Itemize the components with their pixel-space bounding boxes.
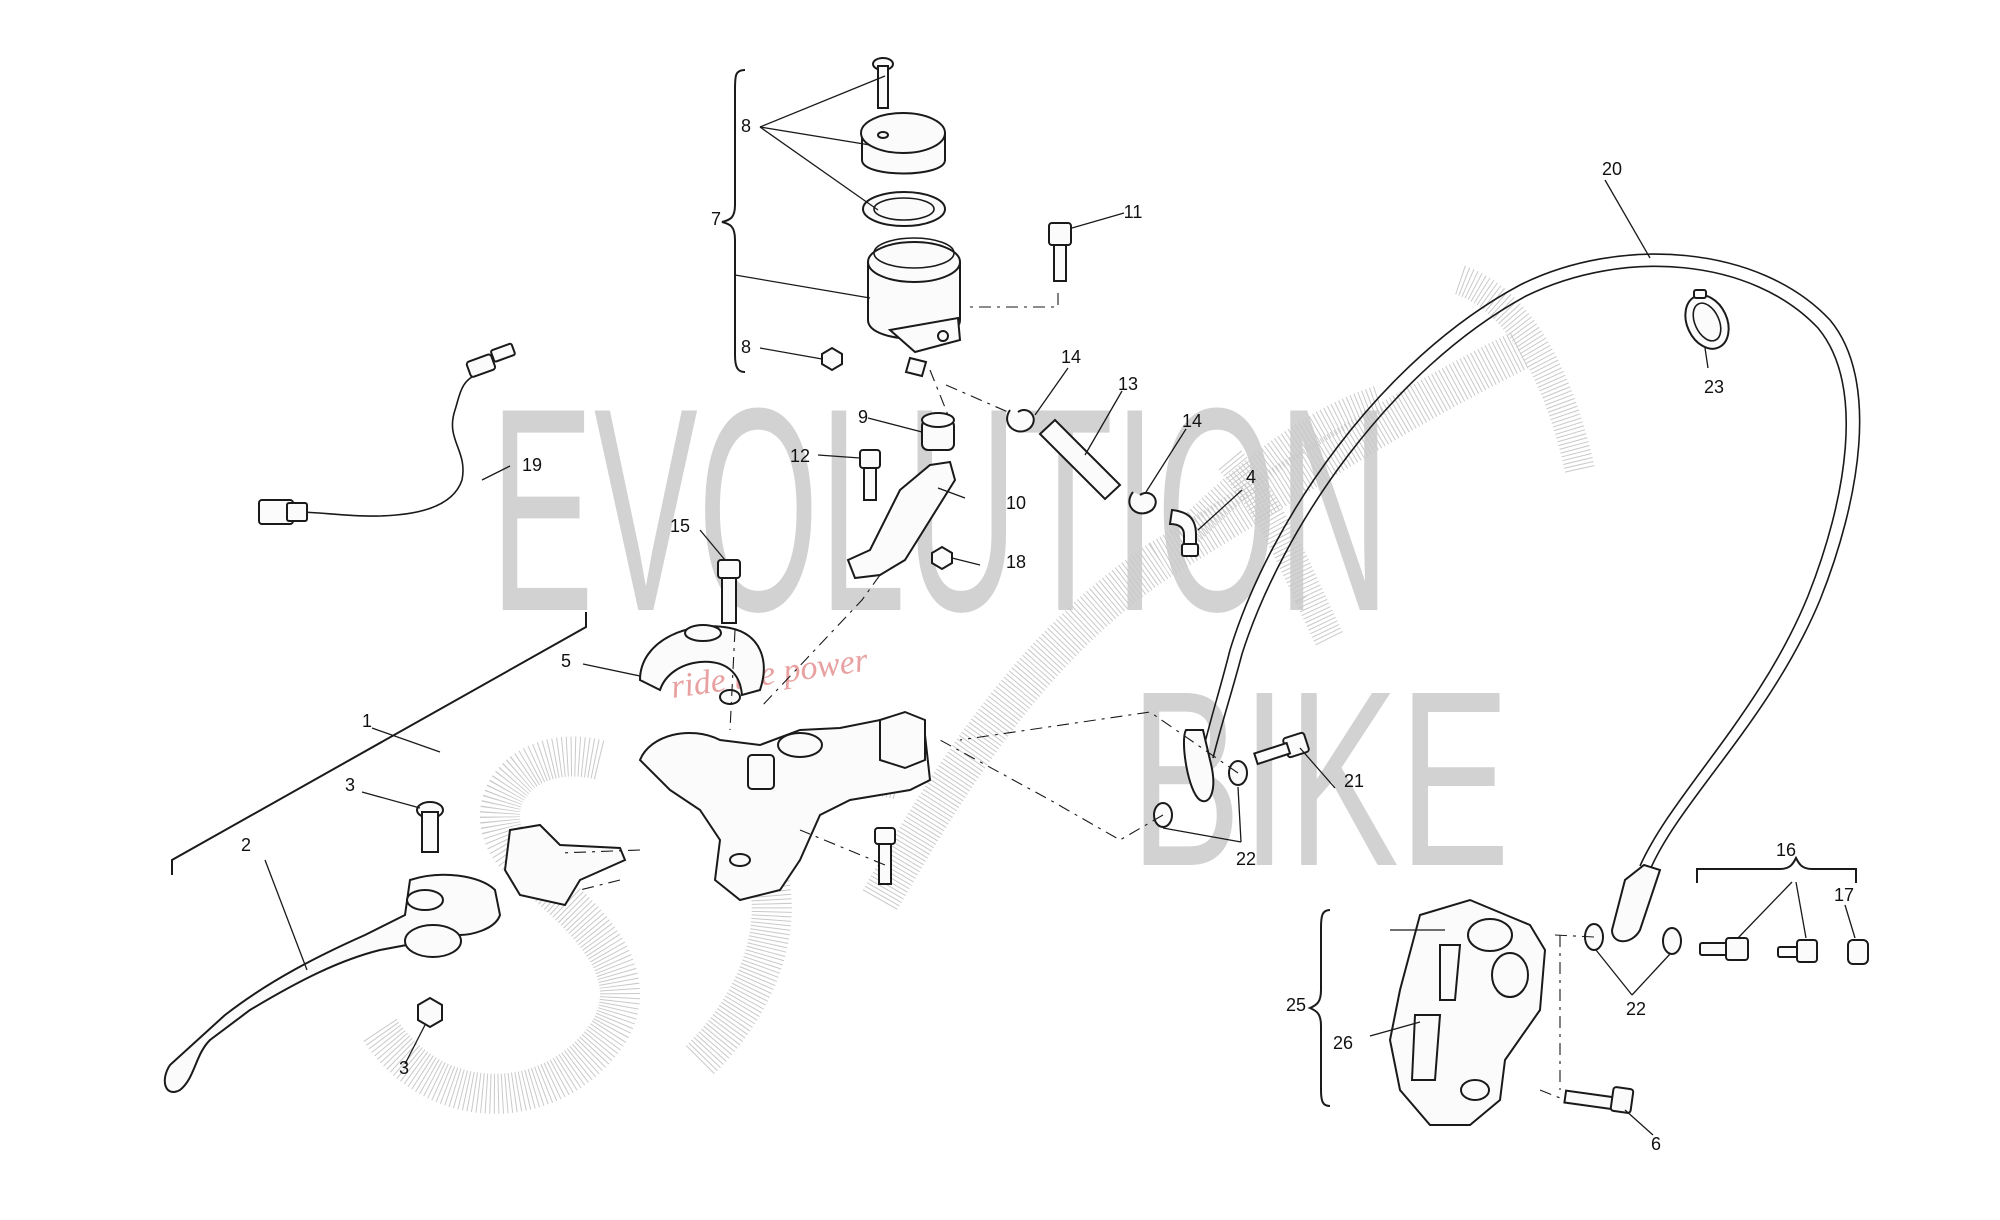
watermark-line1: EVOLUTION <box>490 348 1390 672</box>
bracket-nut-18 <box>931 545 953 571</box>
push-rod-screw <box>874 827 896 885</box>
callout-7: 7 <box>711 209 721 229</box>
bleed-valve-16 <box>1699 937 1818 963</box>
switch-cable-19 <box>258 342 516 525</box>
hose-clamp-lower <box>1128 491 1157 515</box>
callout-labels: 1 2 3 3 4 5 6 7 8 8 9 10 11 12 13 14 14 … <box>241 116 1854 1154</box>
bracket-group-25 <box>1307 909 1331 1107</box>
callout-19: 19 <box>522 455 542 475</box>
callout-17: 17 <box>1834 885 1854 905</box>
rubber-bushing-9 <box>921 412 955 451</box>
reservoir-nut <box>821 346 843 372</box>
pivot-nut-3 <box>417 996 443 1029</box>
switch-bracket <box>503 823 627 907</box>
reservoir-cap <box>860 112 946 175</box>
group-brackets <box>171 69 1857 1107</box>
hose-clip-23 <box>1684 289 1730 350</box>
reservoir-outlet-fitting <box>904 356 928 378</box>
callout-4: 4 <box>1246 467 1256 487</box>
callout-23: 23 <box>1704 377 1724 397</box>
callout-14-upper: 14 <box>1061 347 1081 367</box>
callout-16: 16 <box>1776 840 1796 860</box>
callout-25: 25 <box>1286 995 1306 1015</box>
hose-clamp-upper <box>1006 409 1035 433</box>
watermark-dotted-swoosh-2 <box>1169 265 1595 647</box>
watermark-line2: BIKE <box>1130 639 1510 918</box>
clamp-parts <box>638 559 765 705</box>
reservoir-mount-screw <box>1048 222 1072 282</box>
braided-hose-20 <box>1182 253 1861 943</box>
reservoir-cap-screw <box>872 57 894 109</box>
callout-1: 1 <box>362 711 372 731</box>
callout-12: 12 <box>790 446 810 466</box>
callout-3-lower: 3 <box>399 1058 409 1078</box>
callout-11: 11 <box>1124 202 1143 222</box>
callout-6: 6 <box>1651 1134 1661 1154</box>
leader-lines <box>264 75 1856 1136</box>
dust-cap-17 <box>1847 939 1869 965</box>
callout-22-lower: 22 <box>1626 999 1646 1019</box>
bracket-group-16 <box>1696 855 1857 883</box>
master-cylinder-body <box>638 710 932 902</box>
clutch-lever-2 <box>163 873 502 1093</box>
hose-13 <box>1038 418 1122 501</box>
callout-8-lower: 8 <box>741 337 751 357</box>
clamp-screw-15 <box>717 559 741 624</box>
callout-10: 10 <box>1006 493 1026 513</box>
bracket-screw-12 <box>859 449 881 501</box>
callout-14-lower: 14 <box>1182 411 1202 431</box>
callout-9: 9 <box>858 407 868 427</box>
callout-8-upper: 8 <box>741 116 751 136</box>
reservoir-assembly <box>821 57 962 378</box>
callout-3-upper: 3 <box>345 775 355 795</box>
reservoir-body <box>867 237 962 354</box>
assembly-lines <box>559 293 1595 1101</box>
callout-13: 13 <box>1118 374 1138 394</box>
bracket-parts <box>846 412 957 580</box>
callout-26: 26 <box>1333 1033 1353 1053</box>
lever-pivot-parts <box>416 801 896 1029</box>
reservoir-hose <box>1006 409 1199 557</box>
pivot-bolt-3 <box>416 801 444 853</box>
callout-5: 5 <box>561 651 571 671</box>
caliper-bolt-6 <box>1563 1086 1635 1114</box>
crush-washers-22-lower <box>1584 923 1682 955</box>
callout-18: 18 <box>1006 552 1026 572</box>
handlebar-clamp-5 <box>638 625 765 697</box>
callout-2: 2 <box>241 835 251 855</box>
callout-15: 15 <box>670 516 690 536</box>
callout-22-upper: 22 <box>1236 849 1256 869</box>
brake-caliper-25 <box>1388 898 1547 1126</box>
watermark: EVOLUTION BIKE ride the power <box>363 265 1595 1114</box>
reservoir-gasket <box>862 191 946 227</box>
brake-pads-26 <box>1410 944 1462 1081</box>
callout-21: 21 <box>1344 771 1364 791</box>
bracket-group-7 <box>721 69 746 373</box>
bracket-group-1 <box>171 612 587 875</box>
callout-20: 20 <box>1602 159 1622 179</box>
support-bracket-10 <box>846 460 957 580</box>
